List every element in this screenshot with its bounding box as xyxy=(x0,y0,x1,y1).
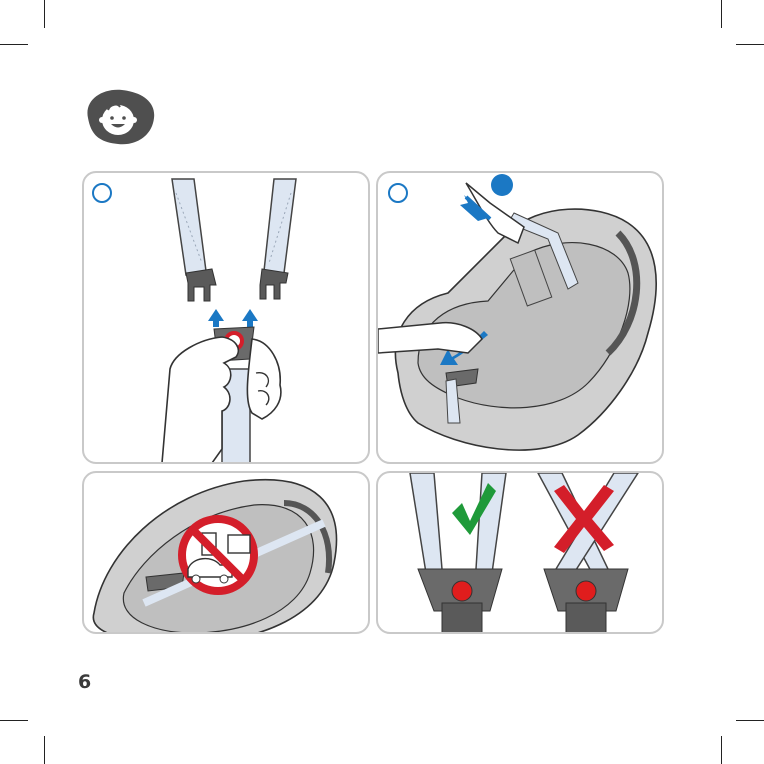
crop-mark xyxy=(0,720,28,721)
baby-face-icon xyxy=(80,86,158,148)
crop-mark xyxy=(736,44,764,45)
panel-tighten-harness xyxy=(376,171,664,464)
page-number: 6 xyxy=(78,671,91,693)
release-buckle-illustration xyxy=(84,173,370,464)
no-objects-illustration xyxy=(84,473,370,634)
panel-release-buckle xyxy=(82,171,370,464)
panel-strap-position xyxy=(376,471,664,634)
crop-mark xyxy=(721,736,722,764)
crop-mark xyxy=(44,0,45,28)
crop-mark xyxy=(721,0,722,28)
panel-no-objects xyxy=(82,471,370,634)
crop-mark xyxy=(44,736,45,764)
crop-mark xyxy=(736,720,764,721)
crop-mark xyxy=(0,44,28,45)
cross-icon xyxy=(378,473,664,634)
car-seat-illustration xyxy=(378,173,664,464)
